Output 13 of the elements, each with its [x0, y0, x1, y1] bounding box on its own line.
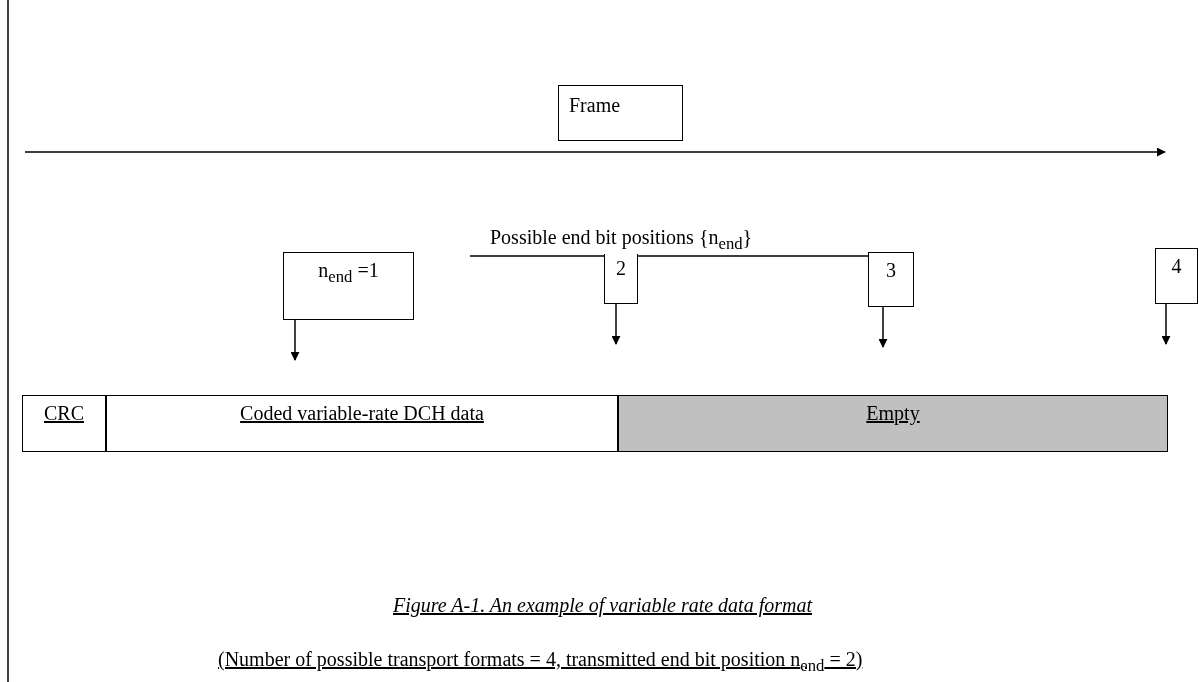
label-box: 3	[868, 252, 914, 307]
arrow	[611, 303, 621, 345]
arrow	[1161, 303, 1171, 345]
frame-field: CRC	[22, 395, 106, 452]
frame-field: Coded variable-rate DCH data	[106, 395, 618, 452]
label-box: Frame	[558, 85, 683, 141]
label-box: 4	[1155, 248, 1198, 304]
frame-field: Empty	[618, 395, 1168, 452]
caption-note: (Number of possible transport formats = 4, transmitted end bit position n$_{end}$ = 2)	[218, 648, 863, 676]
figure-caption: Figure A-1. An example of variable rate data format	[393, 594, 812, 617]
arrow	[290, 319, 300, 361]
label-box: n$_{end}$ =1	[283, 252, 414, 320]
arrow	[878, 306, 888, 348]
